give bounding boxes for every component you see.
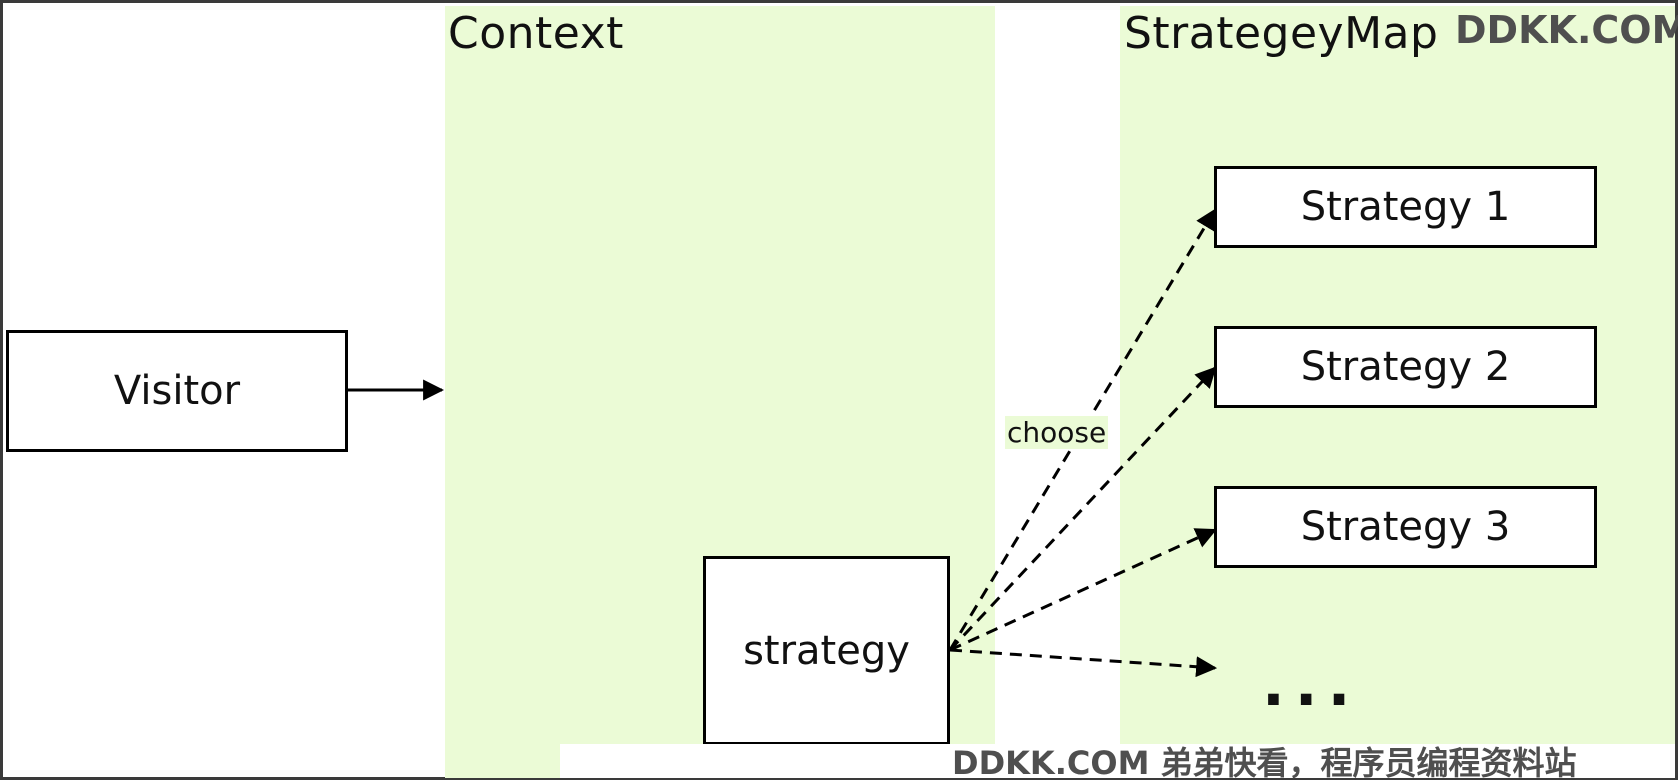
watermark-bottom: DDKK.COM 弟弟快看，程序员编程资料站 bbox=[952, 744, 1577, 782]
strategy-to-strategy-1-edge bbox=[948, 208, 1217, 651]
visitor-node: Visitor bbox=[6, 330, 348, 452]
strategy-to-more-edge bbox=[949, 648, 1218, 678]
choose-edge-label: choose bbox=[1005, 416, 1109, 449]
strategy-3-node-label: Strategy 3 bbox=[1300, 504, 1511, 550]
strategy-1-node: Strategy 1 bbox=[1214, 166, 1597, 248]
visitor-node-label: Visitor bbox=[113, 368, 241, 414]
context-region-title: Context bbox=[448, 8, 624, 59]
strategy-node: strategy bbox=[703, 556, 950, 748]
strategy-to-strategy-2-edge bbox=[948, 366, 1217, 652]
bottom-overlay-band bbox=[560, 744, 1675, 778]
strategy-1-node-label: Strategy 1 bbox=[1300, 184, 1511, 230]
strategy-2-node-label: Strategy 2 bbox=[1300, 344, 1511, 390]
strategy-node-label: strategy bbox=[743, 627, 910, 674]
watermark-top-right: DDKK.COM bbox=[1455, 8, 1678, 52]
strategy-3-node: Strategy 3 bbox=[1214, 486, 1597, 568]
strategy-2-node: Strategy 2 bbox=[1214, 326, 1597, 408]
more-strategies-ellipsis: ... bbox=[1262, 650, 1361, 720]
strategy-map-region-title: StrategeyMap bbox=[1124, 8, 1439, 59]
strategy-to-strategy-3-edge bbox=[949, 528, 1217, 652]
